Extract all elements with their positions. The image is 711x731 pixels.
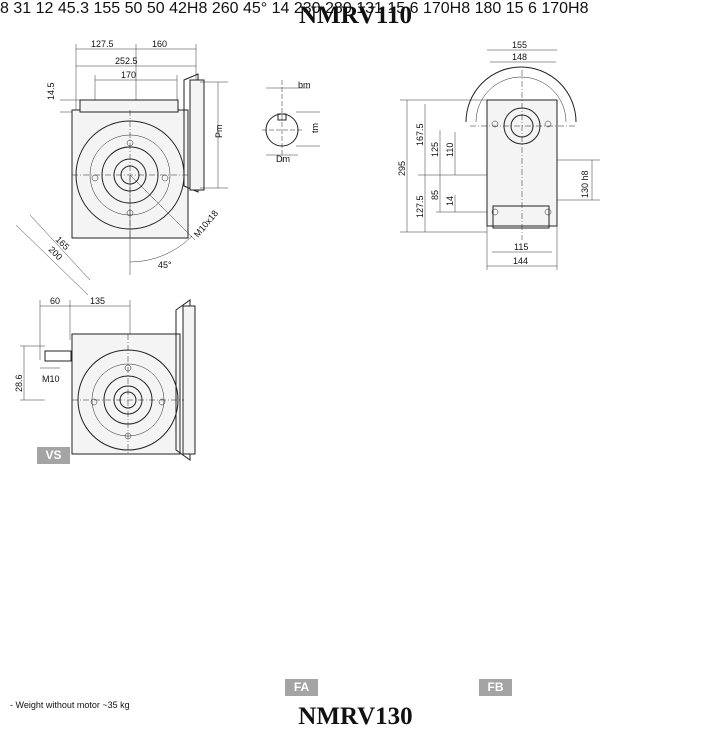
next-section-title: NMRV130 (298, 703, 413, 730)
dim-130-h8: 130 h8 (580, 170, 590, 198)
dim-85: 85 (430, 190, 440, 200)
dim-28-6: 28.6 (14, 374, 24, 392)
variant-label-fa: FA (285, 679, 318, 696)
vs-view: 60 135 28.6 M10 (14, 296, 196, 461)
dim-12: 12 (35, 0, 54, 17)
dim-pm: Pm (214, 125, 224, 139)
weight-note: - Weight without motor ~35 kg (10, 700, 130, 710)
variant-label-fb: FB (479, 679, 512, 696)
dim-42h8: 42H8 (169, 0, 208, 17)
dim-60: 60 (50, 296, 60, 306)
fb-view: 180 15 6 170H8 (475, 0, 589, 17)
dim-50b: 50 (146, 0, 165, 17)
dim-180: 180 (474, 0, 502, 17)
dim-6b: 6 (527, 0, 537, 17)
dim-50a: 50 (124, 0, 143, 17)
dim-170h8b: 170H8 (541, 0, 589, 17)
dim-167-5: 167.5 (415, 123, 425, 146)
dim-31: 31 (13, 0, 32, 17)
dim-115: 115 (514, 242, 528, 252)
key-detail-vs: 8 31 (0, 0, 36, 17)
fa-view: 131 15 6 170H8 (356, 0, 474, 17)
dim-252-5: 252.5 (115, 56, 138, 66)
dim-135: 135 (90, 296, 105, 306)
dim-15b: 15 (505, 0, 524, 17)
dim-tm: tm (310, 123, 320, 133)
dim-14b: 14 (271, 0, 290, 17)
technical-drawing: 127.5 160 252.5 170 14.5 45° 165 200 (14, 39, 600, 461)
dim-295: 295 (397, 161, 407, 176)
dim-170h8a: 170H8 (422, 0, 471, 17)
dim-155b: 155 (93, 0, 121, 17)
dim-45-angle: 45° (158, 260, 172, 270)
dim-6a: 6 (409, 0, 419, 17)
dim-170: 170 (121, 70, 136, 80)
dim-8: 8 (0, 0, 9, 17)
dim-230: 230 (293, 0, 321, 17)
hollow-shaft-section: 155 50 50 42H8 (93, 0, 211, 17)
dim-m10x18: M10x18 (192, 208, 220, 239)
variant-label-vs: VS (37, 447, 70, 464)
dim-45b: 45° (242, 0, 268, 17)
dim-144: 144 (513, 256, 528, 266)
page-title: NMRV110 (298, 2, 412, 29)
dim-14-5: 14.5 (46, 82, 56, 100)
dim-155: 155 (512, 40, 527, 50)
dim-125: 125 (430, 142, 440, 157)
dim-127-5b: 127.5 (415, 195, 425, 218)
shaft-detail-top: bm tm Dm (262, 80, 320, 164)
front-view-top: 127.5 160 252.5 170 14.5 45° 165 200 (15, 39, 228, 296)
dim-260: 260 (211, 0, 239, 17)
side-view-top: 155 148 295 167.5 125 110 127.5 85 14 (397, 40, 600, 270)
dim-148: 148 (512, 52, 527, 62)
flange-view: 260 45° 14 230 280 (212, 0, 356, 17)
hollow-shaft-detail: 12 45.3 (36, 0, 94, 17)
dim-dm: Dm (276, 154, 290, 164)
dim-110: 110 (445, 143, 455, 157)
dim-127-5: 127.5 (91, 39, 114, 49)
dim-m10: M10 (42, 374, 60, 384)
dim-45-3: 45.3 (57, 0, 89, 17)
dim-131: 131 (356, 0, 383, 17)
dim-280: 280 (325, 0, 352, 17)
dim-160: 160 (152, 39, 167, 49)
dim-bm: bm (298, 80, 311, 90)
dim-15a: 15 (387, 0, 406, 17)
dim-14: 14 (445, 196, 455, 206)
